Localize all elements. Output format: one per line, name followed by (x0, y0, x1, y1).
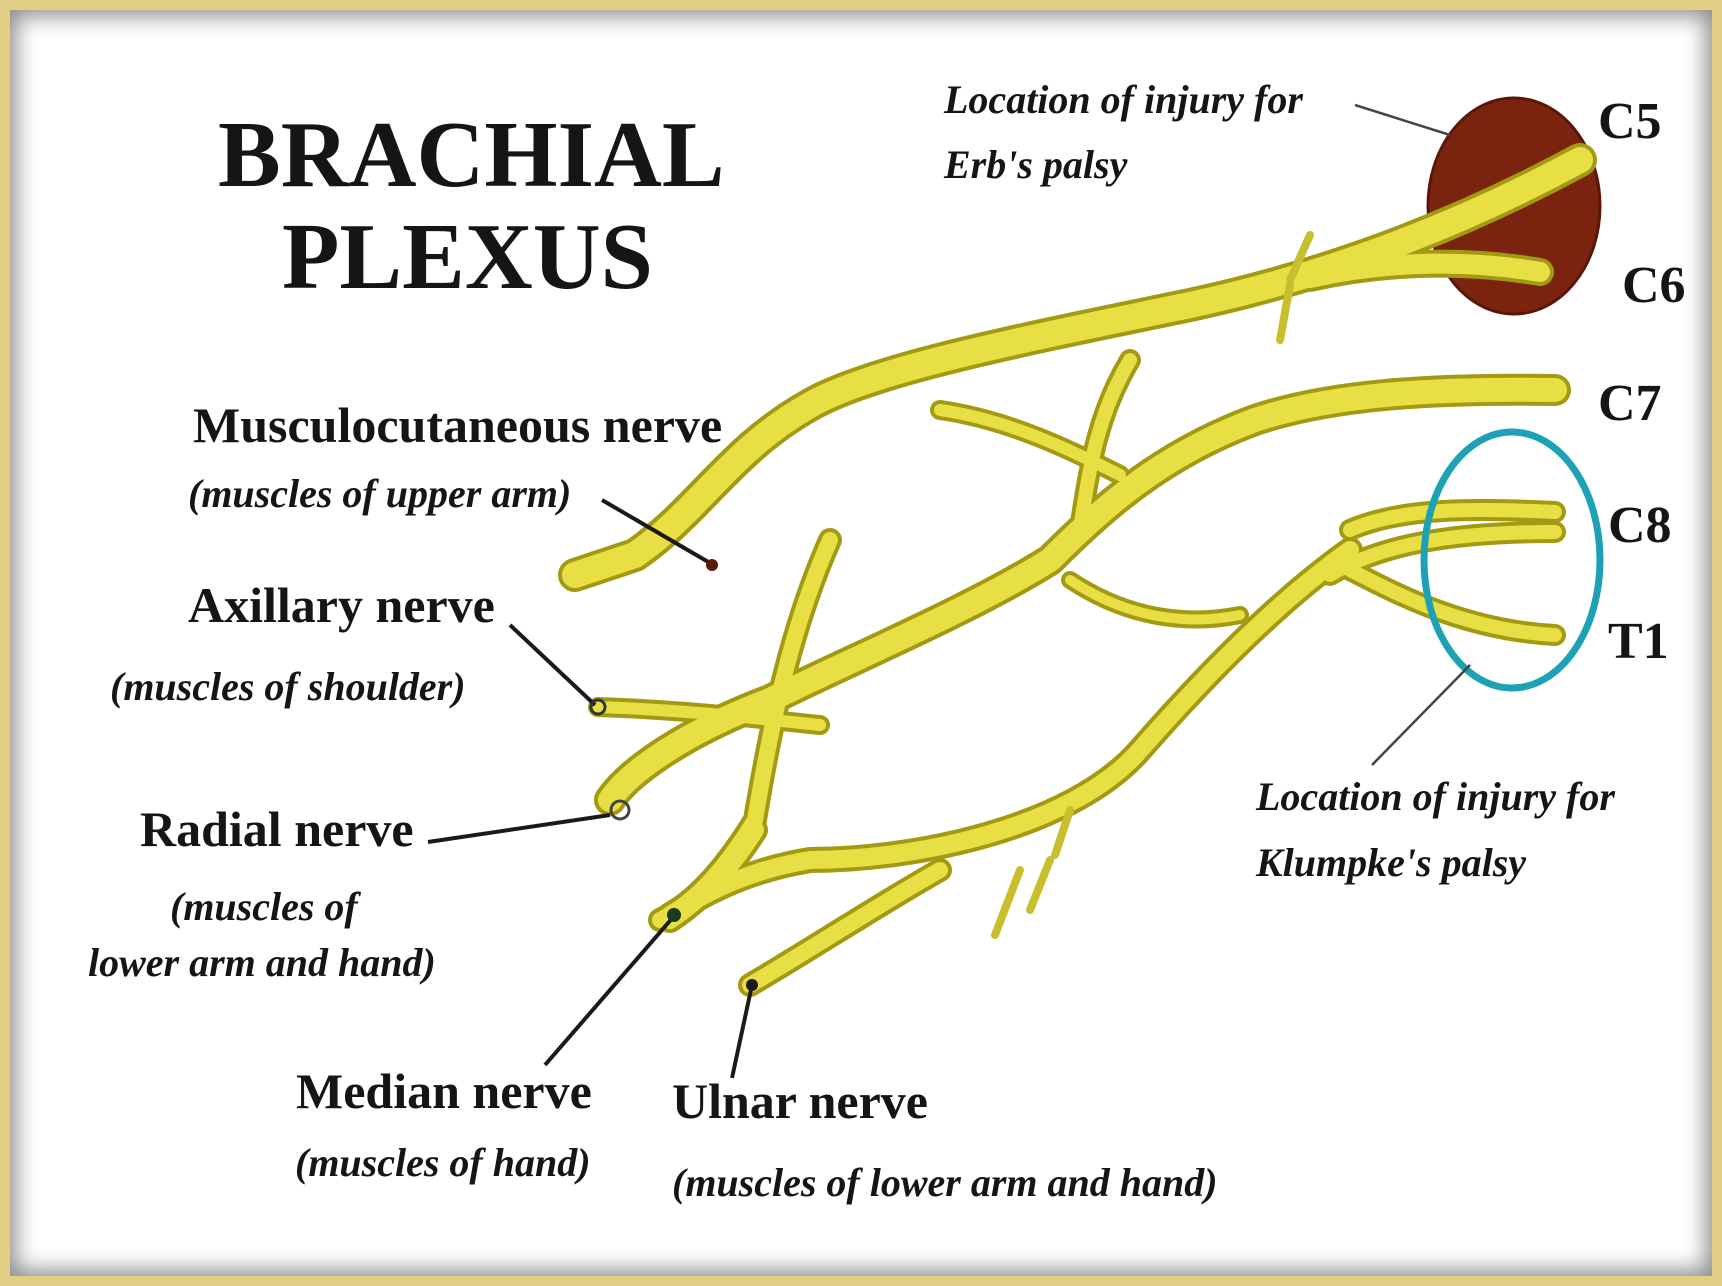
axillary-leader-line (508, 623, 597, 707)
nerve-fill-7 (1343, 502, 1562, 537)
radial-leader-line (427, 813, 611, 844)
axillary-nerve-label: Axillary nerve (188, 577, 495, 633)
root-label-c5: C5 (1598, 93, 1662, 150)
musculocutaneous-nerve-desc: (muscles of upper arm) (188, 471, 571, 516)
nerve-branch-twigs (991, 231, 1314, 939)
nerve-fill-2 (1300, 253, 1550, 288)
klumpke-annotation-line-1: Location of injury for (1255, 774, 1615, 819)
root-label-t1: T1 (1608, 613, 1669, 670)
radial-nerve-desc-line-2: lower arm and hand) (88, 940, 436, 985)
erb-annotation-line-2: Erb's palsy (943, 142, 1128, 187)
twig-5 (991, 866, 1024, 939)
nerve-fill-10 (661, 541, 1359, 924)
twig-1 (1286, 231, 1314, 284)
musculocutaneous-nerve-label: Musculocutaneous nerve (193, 397, 722, 453)
ulnar-nerve-end (746, 979, 758, 991)
nerve-fill-1 (562, 147, 1593, 588)
musculocutaneous-nerve-end (706, 559, 718, 571)
erb-leader-line (1354, 103, 1451, 137)
title-line-1: BRACHIAL (218, 103, 725, 207)
nerve-fill-12 (742, 862, 948, 993)
root-label-c8: C8 (1608, 497, 1672, 554)
root-label-c6: C6 (1622, 257, 1686, 314)
median-nerve-desc: (muscles of hand) (295, 1140, 591, 1185)
median-nerve-label: Median nerve (296, 1063, 592, 1119)
nerve-fill-5 (934, 404, 1126, 481)
twig-2 (1276, 281, 1294, 344)
musculocutaneous-leader-line (600, 498, 712, 565)
klumpke-annotation-line-2: Klumpke's palsy (1255, 840, 1526, 885)
twig-3 (1051, 806, 1074, 859)
nerve-fill-13 (592, 701, 826, 731)
radial-nerve-desc-line-1: (muscles of (170, 884, 361, 929)
klumpke-palsy-region (1420, 428, 1604, 692)
median-nerve-end (667, 908, 681, 922)
ulnar-leader-line (730, 984, 754, 1079)
erb-annotation-line-1: Location of injury for (943, 77, 1303, 122)
median-leader-line (543, 913, 677, 1067)
nerve-fill-11 (1065, 575, 1245, 625)
nerve-fill-4 (1073, 353, 1137, 537)
axillary-nerve-end (589, 698, 607, 716)
brachial-plexus-diagram: BRACHIAL PLEXUS C5 C6 C7 C8 T1 Location … (88, 77, 1686, 1205)
root-label-c7: C7 (1598, 375, 1662, 432)
ulnar-nerve-desc: (muscles of lower arm and hand) (672, 1160, 1218, 1205)
ulnar-nerve-label: Ulnar nerve (672, 1073, 928, 1129)
axillary-nerve-desc: (muscles of shoulder) (110, 664, 466, 709)
klumpke-leader-line (1371, 664, 1471, 766)
radial-nerve-end (609, 799, 631, 821)
twig-4 (1026, 856, 1054, 914)
radial-nerve-label: Radial nerve (140, 801, 414, 857)
title-line-2: PLEXUS (282, 205, 653, 309)
